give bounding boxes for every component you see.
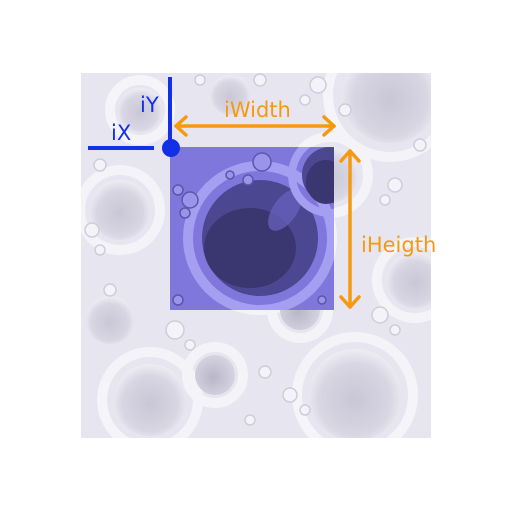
selected-region xyxy=(170,147,334,310)
width-double-arrow-icon xyxy=(174,115,336,137)
origin-dot-icon xyxy=(162,139,180,157)
iy-label: iY xyxy=(140,93,159,117)
ix-label: iX xyxy=(111,121,131,145)
height-label: iHeigth xyxy=(361,233,436,257)
width-label: iWidth xyxy=(224,98,291,122)
height-double-arrow-icon xyxy=(339,149,361,309)
